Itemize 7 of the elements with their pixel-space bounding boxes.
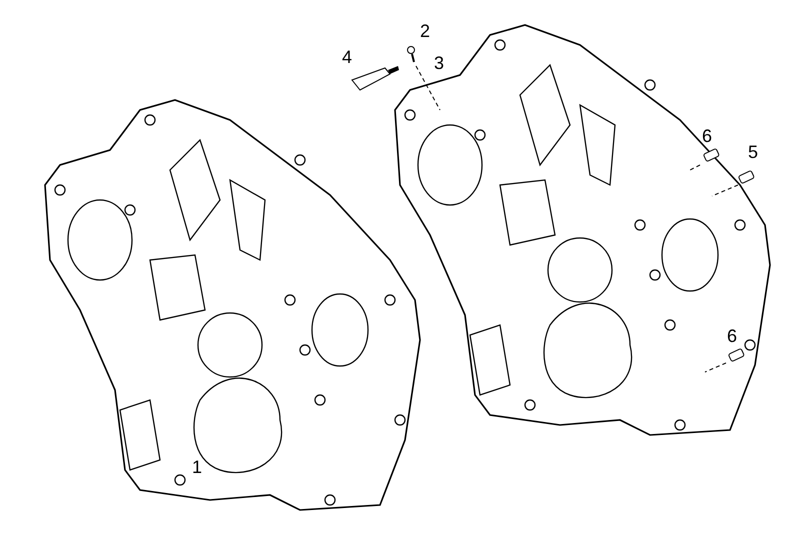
callout-number: 6 [702, 127, 712, 145]
callout-number: 4 [342, 48, 352, 66]
callout-number: 6 [727, 327, 738, 345]
callout-number: 5 [748, 143, 758, 161]
callout-number: 3 [434, 54, 444, 72]
callout-number: 2 [420, 22, 430, 40]
callout-number: 1 [192, 458, 202, 476]
